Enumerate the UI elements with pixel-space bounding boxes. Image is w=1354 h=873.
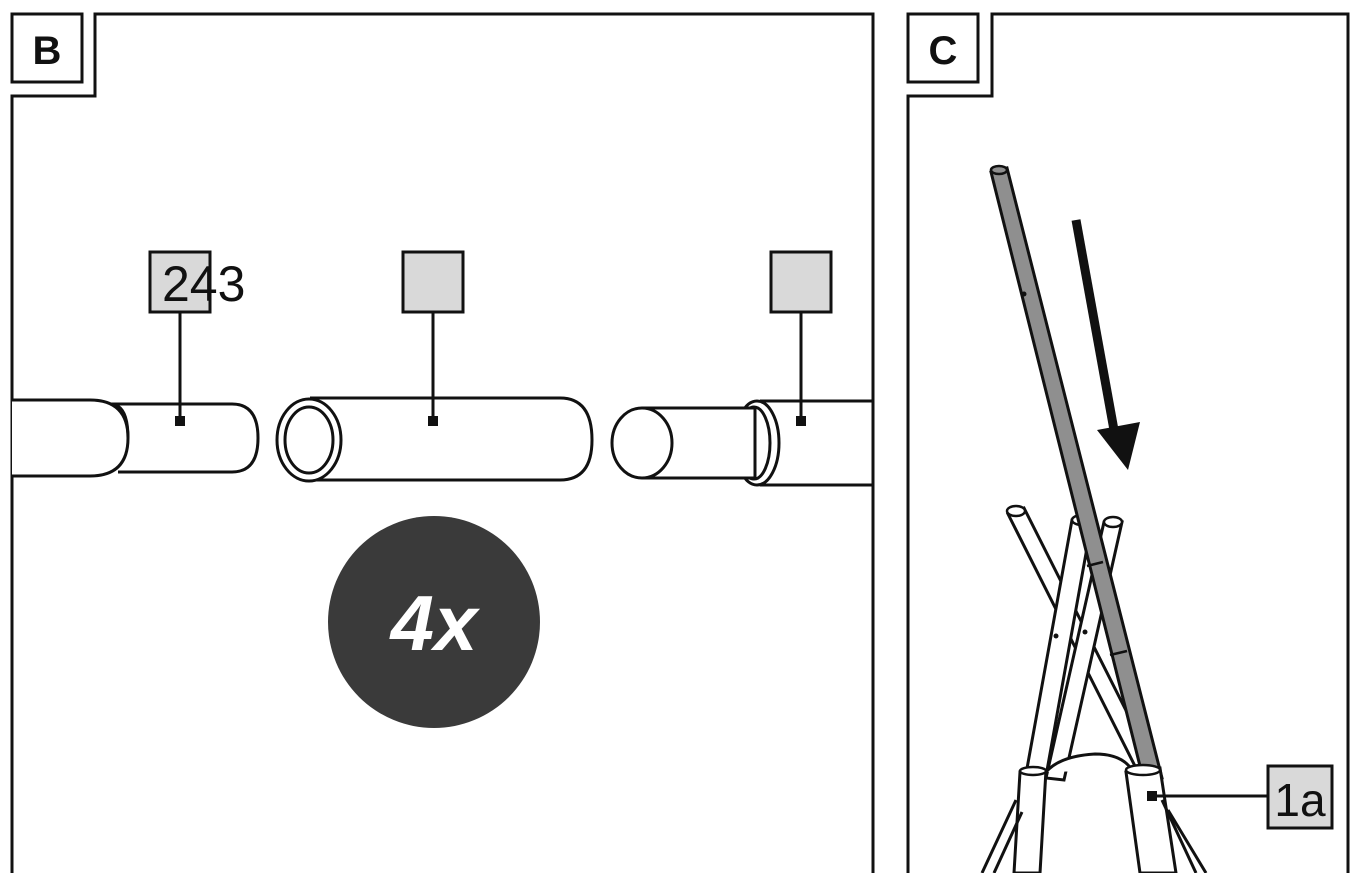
callout-b3-box xyxy=(769,250,833,314)
quantity-badge-circle xyxy=(328,516,540,728)
callout-c1-marker xyxy=(1147,791,1157,801)
callout-b2-box xyxy=(401,250,465,314)
quantity-badge: 4x xyxy=(328,516,540,728)
tube-right xyxy=(610,399,873,487)
panel-b: B 243 xyxy=(10,12,875,873)
tube-left-marker xyxy=(175,416,185,426)
panel-b-tag: B xyxy=(33,29,62,73)
down-arrow-icon xyxy=(1071,219,1140,470)
leg-sleeves xyxy=(980,763,1208,873)
callout-b3 xyxy=(769,250,833,418)
quantity-badge-text: 4x xyxy=(389,579,481,667)
callout-c1: 1a xyxy=(1147,764,1334,830)
panel-c-frame xyxy=(906,12,1350,873)
tube-right-marker xyxy=(796,416,806,426)
tube-left xyxy=(12,398,260,478)
callout-b1: 243 xyxy=(148,250,245,418)
callout-b2 xyxy=(401,250,465,418)
tube-middle xyxy=(275,396,594,483)
panel-c-tag-box xyxy=(906,12,980,84)
callout-c1-box xyxy=(1266,764,1334,830)
panel-b-frame xyxy=(10,12,875,873)
panel-b-tag-box xyxy=(10,12,84,84)
panel-c: C xyxy=(906,12,1350,873)
callout-b1-number: 243 xyxy=(162,256,245,312)
callout-c1-number: 1a xyxy=(1274,774,1326,826)
panel-c-tag: C xyxy=(929,29,958,73)
tube-middle-marker xyxy=(428,416,438,426)
callout-b1-box xyxy=(148,250,212,314)
